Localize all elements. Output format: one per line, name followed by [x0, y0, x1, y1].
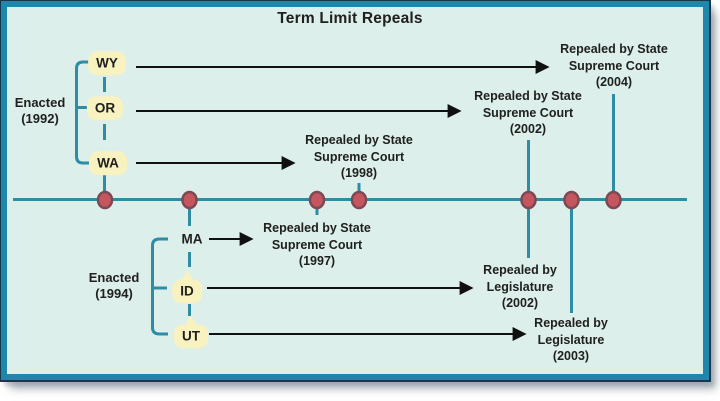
repeal-label-wa: Repealed by State Supreme Court (1998): [305, 132, 413, 182]
bracket-enacted-1992: [75, 60, 89, 165]
timeline-marker-1998: [350, 190, 368, 210]
bracket-enacted-1994: [151, 237, 168, 336]
repeal-id-year: (2002): [501, 296, 539, 310]
repeal-label-ut: Repealed by Legislature (2003): [534, 315, 608, 365]
enacted-1994-line1: Enacted: [88, 270, 140, 285]
enacted-1994-label: Enacted (1994): [89, 270, 140, 301]
repeal-wa-line1: Repealed by State: [305, 133, 413, 147]
repeal-or-line2: Supreme Court: [482, 105, 574, 120]
enacted-1994-line2: (1994): [95, 285, 133, 301]
state-tag-or: OR: [86, 96, 124, 120]
repeal-ma-year: (1997): [298, 254, 336, 268]
diagram-panel: Term Limit Repeals Enacted (1992) Enacte…: [0, 0, 710, 381]
repeal-wa-year: (1998): [340, 166, 378, 180]
timeline-marker-1997: [308, 190, 326, 210]
repeal-ut-line1: Repealed by: [534, 316, 608, 330]
repeal-label-id: Repealed by Legislature (2002): [483, 262, 557, 312]
timeline-marker-enacted-1992: [96, 190, 114, 210]
timeline-marker-enacted-1994: [181, 190, 198, 210]
repeal-or-year: (2002): [509, 122, 547, 136]
repeal-or-line1: Repealed by State: [474, 89, 582, 103]
repeal-label-wy: Repealed by State Supreme Court (2004): [560, 41, 668, 91]
repeal-wa-line2: Supreme Court: [313, 149, 405, 164]
repeal-label-ma: Repealed by State Supreme Court (1997): [263, 220, 371, 270]
repeal-ma-line2: Supreme Court: [271, 237, 363, 252]
state-tag-wa: WA: [89, 151, 127, 175]
repeal-ma-line1: Repealed by State: [263, 221, 371, 235]
state-tag-ut: UT: [174, 324, 208, 348]
diagram-lines: [13, 60, 687, 341]
repeal-ut-year: (2003): [552, 349, 590, 363]
repeal-wy-year: (2004): [595, 75, 633, 89]
diagram-title: Term Limit Repeals: [277, 10, 423, 27]
timeline-marker-2003: [563, 190, 580, 210]
state-tag-id: ID: [172, 279, 202, 303]
repeal-ut-line2: Legislature: [537, 332, 605, 347]
repeal-id-line2: Legislature: [486, 279, 554, 294]
repeal-wy-line2: Supreme Court: [568, 58, 660, 73]
repeal-id-line1: Repealed by: [483, 263, 557, 277]
repeal-wy-line1: Repealed by State: [560, 42, 668, 56]
repeal-label-or: Repealed by State Supreme Court (2002): [474, 88, 582, 138]
timeline-marker-2002: [520, 190, 537, 210]
enacted-1992-line1: Enacted: [14, 95, 66, 110]
state-tag-wy: WY: [88, 51, 126, 75]
enacted-1992-line2: (1992): [21, 110, 59, 126]
enacted-1992-label: Enacted (1992): [15, 95, 66, 126]
state-tag-ma: MA: [181, 231, 203, 247]
timeline-marker-2004: [605, 190, 622, 210]
